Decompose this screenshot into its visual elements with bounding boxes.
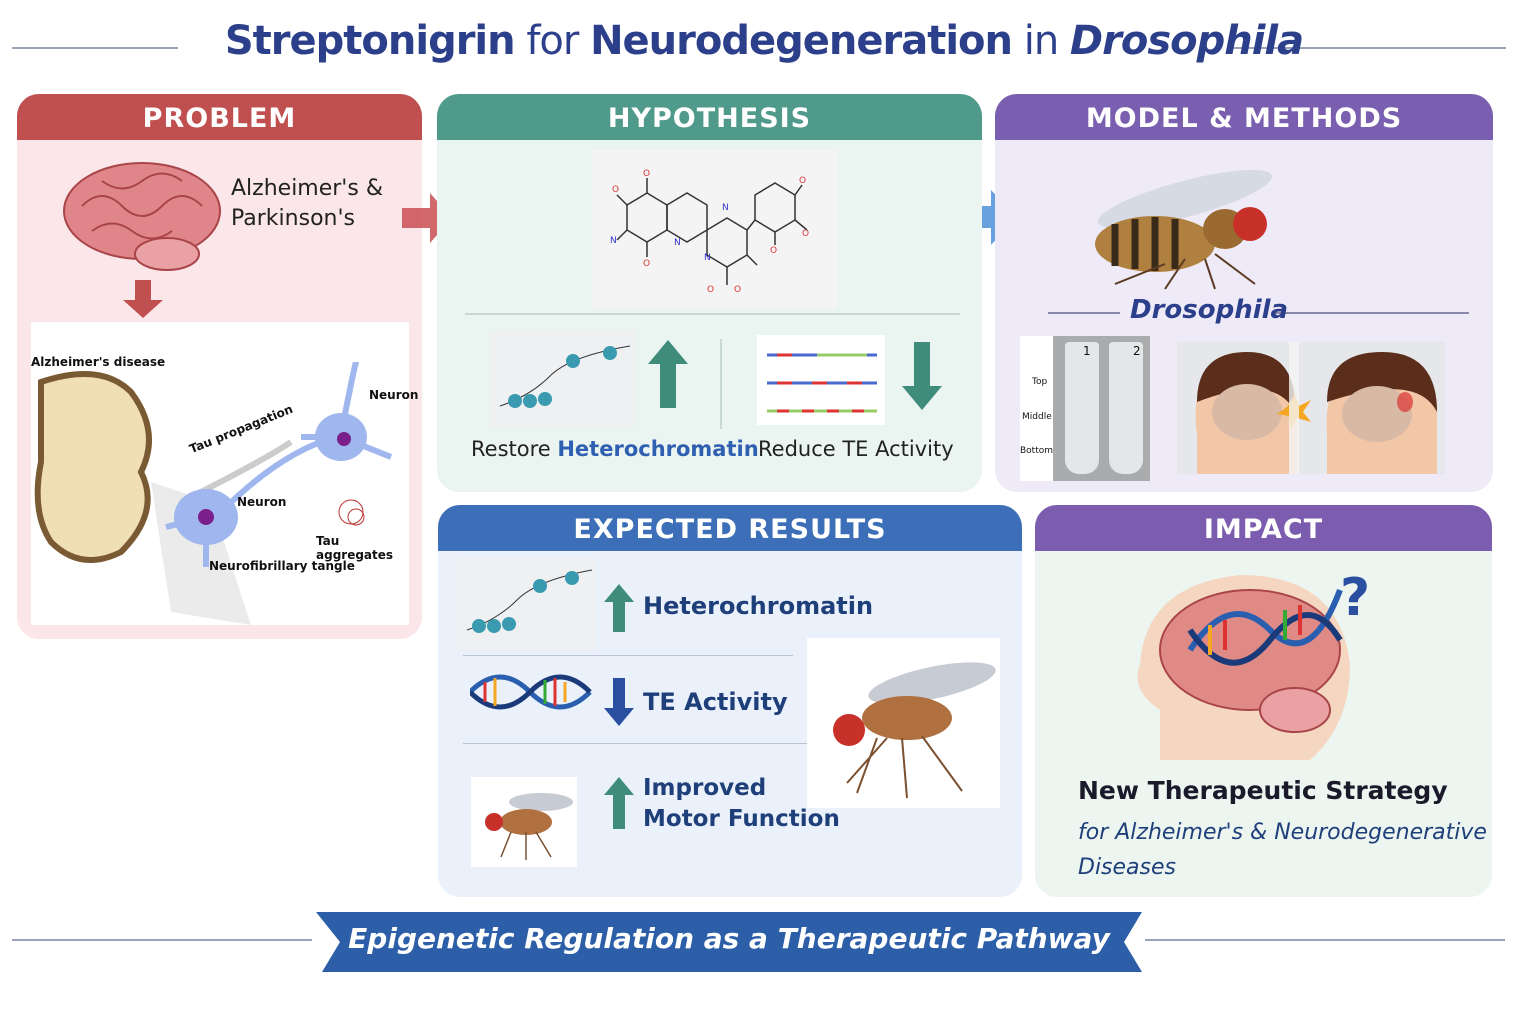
- svg-text:N: N: [610, 236, 617, 246]
- model-header: MODEL & METHODS: [995, 94, 1493, 140]
- heterochromatin-result: Heterochromatin: [643, 592, 874, 620]
- organism-rule-right: [1273, 312, 1469, 314]
- neuron-label-top: Neuron: [369, 388, 419, 402]
- hypothesis-vdivider: [720, 339, 722, 429]
- title-rule-left: [12, 47, 178, 49]
- problem-panel: PROBLEM Alzheimer's & Parkinson's Alzhei…: [17, 94, 422, 639]
- nucleosome-diagram: [466, 569, 593, 633]
- vial-1-label: 1: [1083, 344, 1091, 358]
- banner-text: Epigenetic Regulation as a Therapeutic P…: [348, 922, 1110, 955]
- organism-label: Drosophila: [1130, 295, 1289, 325]
- fly-photo-large: [807, 638, 1000, 808]
- page-title: Streptonigrin for Neurodegeneration in D…: [0, 18, 1528, 64]
- head-injury-illustration: [1177, 342, 1445, 474]
- vial-1: [1065, 342, 1099, 474]
- svg-text:O: O: [612, 185, 619, 195]
- transposon-diagram: [767, 353, 877, 413]
- banner-ribbon: [316, 912, 1142, 972]
- restore-prefix: Restore: [471, 437, 558, 461]
- title-in: in: [1012, 18, 1070, 64]
- restore-keyword: Heterochromatin: [557, 437, 759, 461]
- heterochromatin-thumbnail: [457, 558, 595, 650]
- svg-text:O: O: [770, 246, 777, 256]
- svg-text:O: O: [802, 229, 809, 239]
- brain-icon: [63, 162, 221, 271]
- svg-text:N: N: [674, 238, 681, 248]
- organism-rule-left: [1048, 312, 1120, 314]
- motor-line2: Motor Function: [643, 806, 840, 832]
- fruit-fly-illustration: [1095, 169, 1273, 290]
- disease-label: Alzheimer's & Parkinson's: [231, 174, 383, 234]
- title-organism: Drosophila: [1069, 18, 1304, 64]
- svg-text:O: O: [799, 176, 806, 186]
- vial-2: [1109, 342, 1143, 474]
- hypothesis-header: HYPOTHESIS: [437, 94, 982, 140]
- impact-sub-line1: for Alzheimer's & Neurodegenerative: [1078, 820, 1487, 845]
- expected-results-panel: EXPECTED RESULTS Heterochromatin TE Acti…: [438, 505, 1022, 897]
- dna-helix-icon: [470, 674, 592, 710]
- question-mark-icon: ?: [1340, 568, 1371, 628]
- streptonigrin-structure: O O O O O O O O N N N N: [592, 150, 837, 308]
- molecule-diagram: O O O O O O O O N N N N: [610, 169, 809, 295]
- svg-text:N: N: [722, 203, 729, 213]
- climbing-assay-image: 1 2 Top Middle Bottom: [1020, 336, 1150, 481]
- title-drug: Streptonigrin: [224, 18, 516, 64]
- vials-photo: 1 2: [1053, 336, 1150, 481]
- disease-line1: Alzheimer's &: [231, 176, 383, 201]
- middle-label: Middle: [1022, 412, 1052, 422]
- motor-line1: Improved: [643, 775, 767, 801]
- hypothesis-panel: HYPOTHESIS O O O O O O O O N N N N Restore Heteroc…: [437, 94, 982, 492]
- title-for: for: [514, 18, 591, 64]
- figure-title: Alzheimer's disease: [31, 355, 166, 369]
- expected-header: EXPECTED RESULTS: [438, 505, 1022, 551]
- head-brain-dna-illustration: [1137, 575, 1350, 760]
- impact-subtext: for Alzheimer's & Neurodegenerative Dise…: [1078, 815, 1487, 885]
- svg-text:O: O: [643, 169, 650, 179]
- banner-rule-left: [12, 939, 312, 941]
- tau-aggregates-label: Tau aggregates: [316, 534, 394, 562]
- heterochromatin-thumbnail: [490, 331, 635, 426]
- svg-text:N: N: [704, 253, 711, 263]
- nucleosome-diagram: [499, 345, 631, 408]
- impact-panel: IMPACT ? New Therapeutic Strategy for Al…: [1035, 505, 1492, 897]
- problem-header: PROBLEM: [17, 94, 422, 140]
- fly-photo-small: [471, 777, 577, 867]
- fruit-fly-illustration: [833, 662, 996, 799]
- motor-function-result: Improved Motor Function: [643, 773, 840, 835]
- restore-heterochromatin-label: Restore Heterochromatin: [471, 437, 759, 461]
- svg-text:O: O: [734, 285, 741, 295]
- fruit-fly-illustration: [485, 793, 573, 860]
- te-activity-result: TE Activity: [643, 688, 788, 716]
- banner-rule-right: [1145, 939, 1505, 941]
- arrow-down-icon: [123, 280, 163, 318]
- tangle-label: Neurofibrillary tangle: [209, 559, 355, 573]
- bottom-label: Bottom: [1020, 446, 1054, 456]
- arrow-down-icon: [604, 678, 634, 726]
- tau-figure: Alzheimer's disease Tau propagation Neur…: [31, 322, 418, 625]
- arrow-up-icon: [604, 777, 634, 829]
- svg-text:O: O: [707, 285, 714, 295]
- tbi-diagram: [1195, 342, 1437, 474]
- title-disease: Neurodegeneration: [590, 18, 1013, 64]
- brain-section-illustration: [34, 362, 393, 625]
- impact-sub-line2: Diseases: [1078, 855, 1176, 880]
- model-panel: MODEL & METHODS Drosophila 1 2 Top Middl…: [995, 94, 1493, 492]
- arrow-up-icon: [648, 340, 688, 408]
- hypothesis-divider: [465, 313, 960, 315]
- neuron-label-mid: Neuron: [237, 495, 287, 509]
- impact-heading: New Therapeutic Strategy: [1078, 776, 1448, 805]
- te-activity-thumbnail: [757, 335, 885, 425]
- reduce-te-label: Reduce TE Activity: [758, 437, 954, 461]
- disease-line2: Parkinson's: [231, 206, 355, 231]
- expected-divider: [463, 655, 793, 656]
- arrow-up-icon: [604, 584, 634, 632]
- title-rule-right: [1228, 47, 1506, 49]
- vial-2-label: 2: [1133, 344, 1141, 358]
- svg-text:O: O: [643, 259, 650, 269]
- arrow-down-icon: [902, 342, 942, 410]
- top-label: Top: [1032, 377, 1048, 387]
- expected-divider: [463, 743, 808, 744]
- impact-header: IMPACT: [1035, 505, 1492, 551]
